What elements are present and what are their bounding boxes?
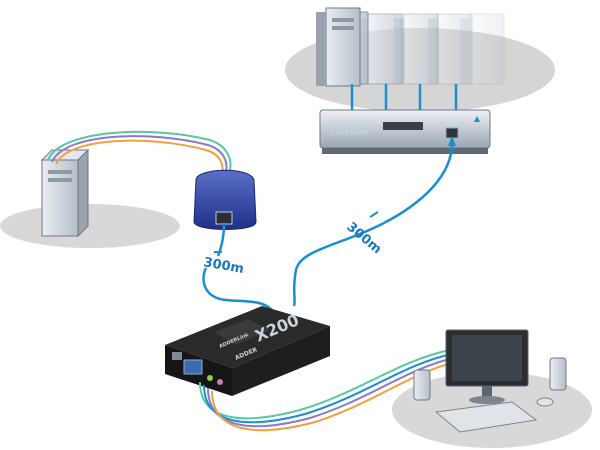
- left-link-cable: [202, 223, 273, 311]
- unit-audio-port-pink: [217, 379, 223, 385]
- right-link-arrow: [448, 136, 456, 146]
- right-link-tick: [369, 211, 379, 218]
- keyboard: [434, 401, 538, 433]
- dongle-port: [215, 211, 233, 225]
- unit-audio-port-green: [207, 375, 213, 381]
- kvm-switch: ADDERVIEW CATx1000: [319, 109, 491, 154]
- switch-brand-model: CATx1000: [330, 129, 369, 137]
- left-link-distance: 300m: [202, 255, 245, 277]
- right-speaker: [549, 357, 567, 391]
- adder-logo-icon: [474, 116, 480, 122]
- kvm-dongle: [193, 169, 257, 230]
- left-speaker: [413, 369, 431, 401]
- right-link-cable: [292, 137, 454, 307]
- extender-unit: X200 ADDERLink ADDER: [165, 306, 330, 396]
- switch-brand-maker: ADDERVIEW: [330, 120, 378, 126]
- unit-vga-port: [183, 359, 203, 375]
- server-towers: [316, 7, 505, 87]
- left-computer-cables: [47, 130, 232, 175]
- workstation: [413, 329, 567, 433]
- left-computer: [40, 148, 90, 238]
- server-cables: [350, 84, 458, 112]
- unit-usb-port: [172, 352, 182, 360]
- mouse: [536, 397, 554, 407]
- left-computer-floor: [0, 204, 180, 248]
